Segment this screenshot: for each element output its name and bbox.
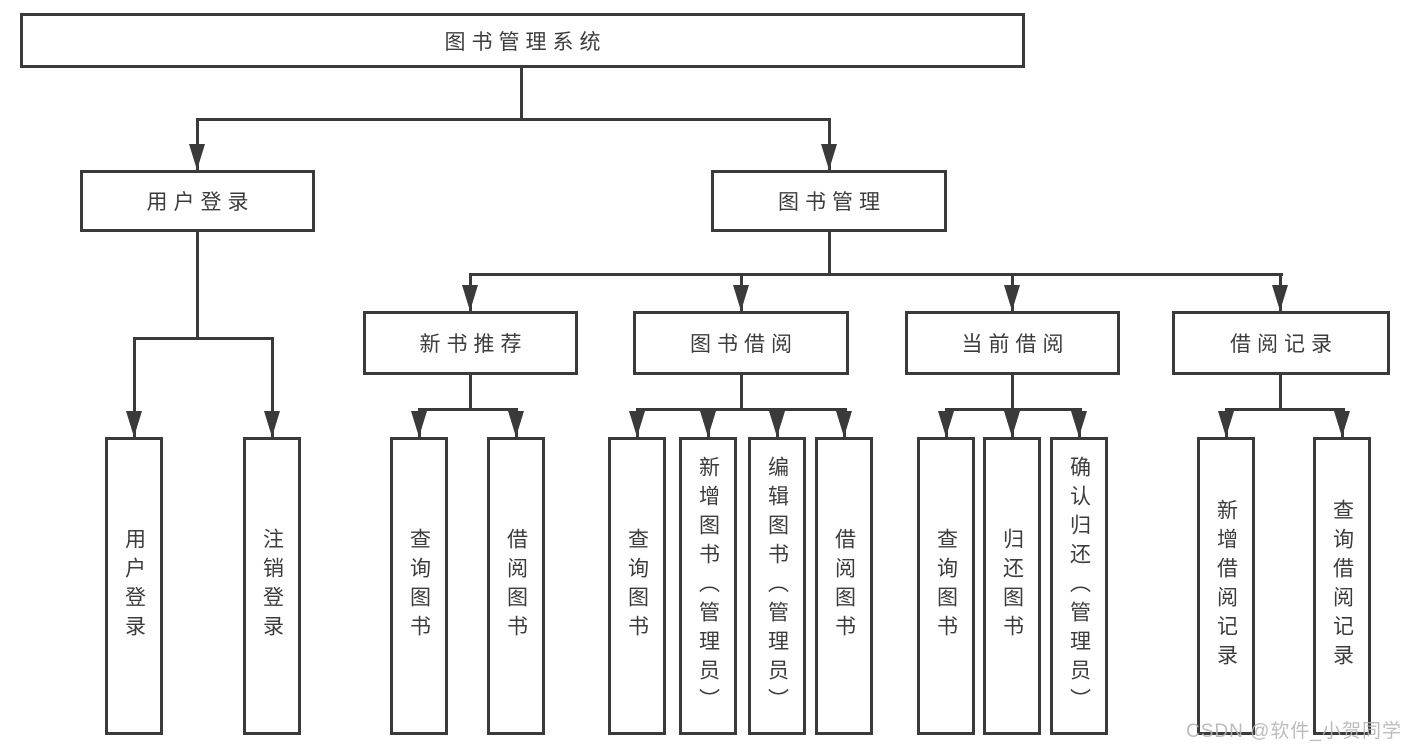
- edge-book-borrow-branch: [636, 408, 847, 411]
- node-book-management: 图书管理: [711, 170, 947, 232]
- arrowhead-down-icon: [1004, 285, 1020, 311]
- edge-book-borrow-stem: [740, 375, 743, 408]
- edge-root-stem: [520, 68, 523, 118]
- arrowhead-down-icon: [126, 411, 142, 437]
- arrowhead-down-icon: [462, 285, 478, 311]
- arrowhead-down-icon: [733, 285, 749, 311]
- arrowhead-down-icon: [629, 411, 645, 437]
- arrowhead-down-icon: [1272, 285, 1288, 311]
- node-user-login: 用户登录: [80, 170, 315, 232]
- node-leaf-query-borrow-record: 查询借阅记录: [1313, 437, 1371, 735]
- edge-new-book-stem: [469, 375, 472, 408]
- node-leaf-confirm-return-admin: 确认归还（管理员）: [1050, 437, 1108, 735]
- node-book-borrow: 图书借阅: [633, 311, 849, 375]
- arrowhead-down-icon: [769, 411, 785, 437]
- node-library-management-system: 图书管理系统: [20, 13, 1025, 68]
- node-leaf-borrow-books: 借阅图书: [815, 437, 873, 735]
- arrowhead-down-icon: [1218, 411, 1234, 437]
- arrowhead-down-icon: [938, 411, 954, 437]
- node-leaf-logout: 注销登录: [243, 437, 301, 735]
- node-leaf-user-login: 用户登录: [105, 437, 163, 735]
- edge-drop-login-leaf: [133, 337, 136, 437]
- edge-book-management-branch: [469, 273, 1283, 276]
- edge-root-branch: [196, 118, 831, 121]
- node-borrow-records: 借阅记录: [1172, 311, 1390, 375]
- edge-user-login-stem: [196, 232, 199, 337]
- arrowhead-down-icon: [1334, 411, 1350, 437]
- node-leaf-add-book-admin: 新增图书（管理员）: [679, 437, 737, 735]
- arrowhead-down-icon: [1071, 411, 1087, 437]
- node-leaf-edit-book-admin: 编辑图书（管理员）: [748, 437, 806, 735]
- csdn-watermark: CSDN @软件_小贺同学: [1186, 721, 1402, 742]
- edge-borrow-records-branch: [1225, 408, 1345, 411]
- edge-current-borrow-stem: [1011, 375, 1014, 408]
- node-leaf-query-books: 查询图书: [608, 437, 666, 735]
- arrowhead-down-icon: [1004, 411, 1020, 437]
- arrowhead-down-icon: [700, 411, 716, 437]
- edge-book-management-stem: [828, 232, 831, 273]
- edge-user-login-branch: [133, 337, 274, 340]
- node-leaf-return-books: 归还图书: [983, 437, 1041, 735]
- node-leaf-borrow-books: 借阅图书: [487, 437, 545, 735]
- node-leaf-query-books: 查询图书: [917, 437, 975, 735]
- arrowhead-down-icon: [836, 411, 852, 437]
- edge-drop-logout-leaf: [271, 337, 274, 437]
- arrowhead-down-icon: [411, 411, 427, 437]
- arrowhead-down-icon: [264, 411, 280, 437]
- node-leaf-query-books: 查询图书: [390, 437, 448, 735]
- node-current-borrow: 当前借阅: [905, 311, 1120, 375]
- edge-borrow-records-stem: [1279, 375, 1282, 408]
- arrowhead-down-icon: [189, 144, 205, 170]
- node-new-book-recommend: 新书推荐: [363, 311, 578, 375]
- arrowhead-down-icon: [821, 144, 837, 170]
- node-leaf-add-borrow-record: 新增借阅记录: [1197, 437, 1255, 735]
- arrowhead-down-icon: [508, 411, 524, 437]
- edge-new-book-branch: [418, 408, 518, 411]
